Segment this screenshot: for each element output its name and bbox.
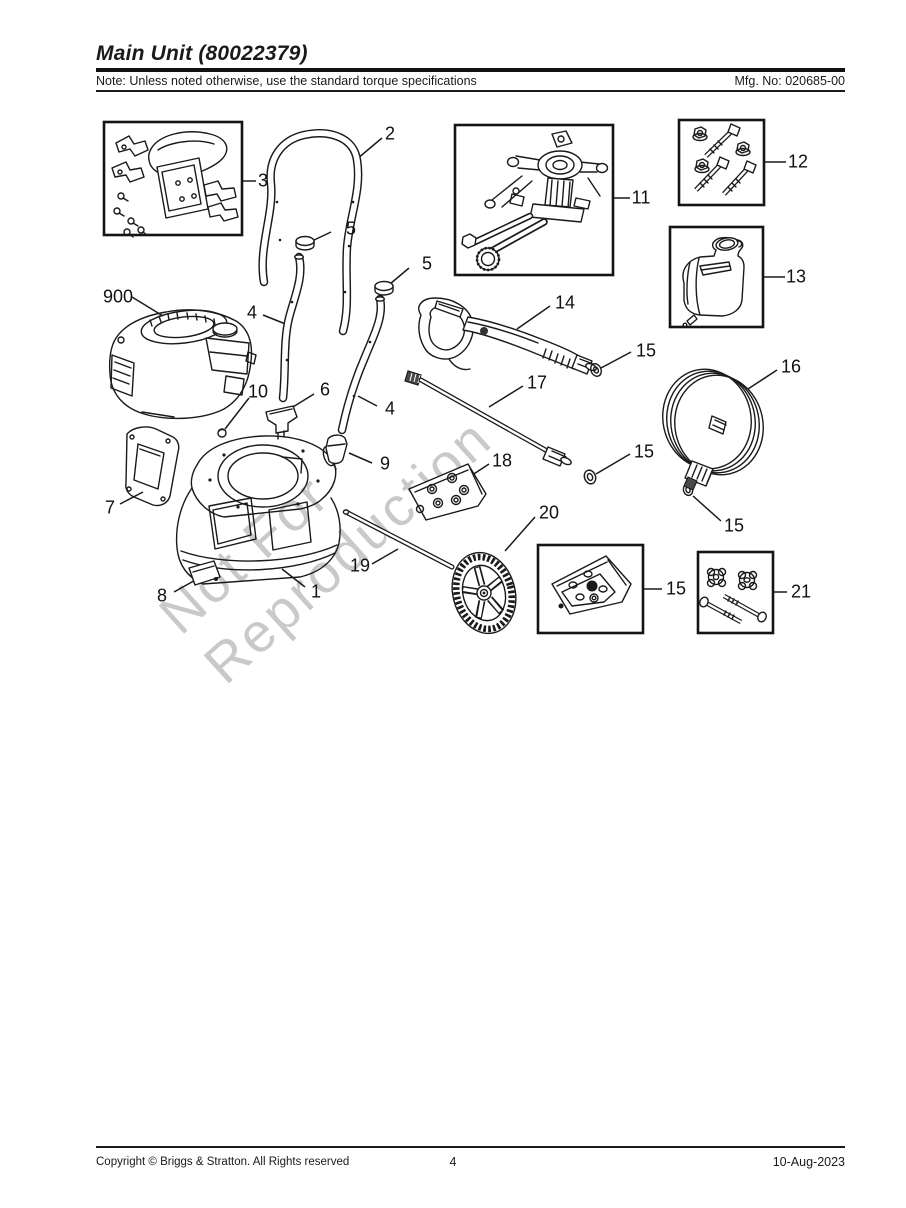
footer-rule bbox=[96, 1146, 845, 1148]
part-20-wheel bbox=[451, 551, 517, 635]
part-9-clamp-lower bbox=[325, 434, 348, 470]
callout-11: 11 bbox=[631, 187, 651, 208]
callout-15-kit: 15 bbox=[665, 578, 687, 599]
part-7-side-panel bbox=[125, 426, 180, 507]
callout-5-right: 5 bbox=[421, 253, 433, 274]
torque-note: Note: Unless noted otherwise, use the st… bbox=[96, 74, 477, 88]
part-1-base-housing bbox=[175, 435, 341, 585]
callout-900: 900 bbox=[102, 286, 134, 307]
callout-18: 18 bbox=[491, 450, 513, 471]
callout-9: 9 bbox=[379, 453, 391, 474]
part-15-o-rings bbox=[583, 363, 694, 497]
callout-4-right: 4 bbox=[384, 398, 396, 419]
callout-6: 6 bbox=[319, 379, 331, 400]
header-rule-thin bbox=[96, 90, 845, 92]
part-16-hose bbox=[662, 368, 764, 491]
part-2-upper-handle bbox=[258, 129, 363, 336]
part-11-pump-box bbox=[453, 123, 615, 277]
callout-2: 2 bbox=[384, 123, 396, 144]
callout-21: 21 bbox=[790, 581, 812, 602]
mfg-number: Mfg. No: 020685-00 bbox=[734, 74, 846, 88]
part-14-spray-gun bbox=[418, 297, 597, 375]
part-13-tank-box bbox=[668, 225, 765, 329]
part-6-clamp-upper bbox=[265, 405, 298, 440]
callout-15-gun: 15 bbox=[635, 340, 657, 361]
callout-3: 3 bbox=[257, 170, 269, 191]
part-21-knob-kit-box bbox=[696, 550, 775, 635]
callout-15-wand: 15 bbox=[633, 441, 655, 462]
callout-15-hose: 15 bbox=[723, 515, 745, 536]
page-number: 4 bbox=[449, 1155, 457, 1169]
part-12-fastener-box bbox=[677, 118, 766, 207]
callout-8: 8 bbox=[156, 585, 168, 606]
part-17-spray-wand bbox=[404, 370, 572, 467]
callout-19: 19 bbox=[349, 555, 371, 576]
revision-date: 10-Aug-2023 bbox=[772, 1155, 845, 1169]
callout-14: 14 bbox=[554, 292, 576, 313]
part-900-engine bbox=[108, 309, 257, 420]
part-10-pin bbox=[217, 428, 227, 438]
callout-12: 12 bbox=[787, 151, 809, 172]
callout-16: 16 bbox=[780, 356, 802, 377]
part-15-oring-kit-box bbox=[536, 543, 645, 635]
part-3-bracket-kit bbox=[102, 120, 244, 238]
callout-5-left: 5 bbox=[345, 218, 357, 239]
callout-4-left: 4 bbox=[246, 302, 258, 323]
callout-20: 20 bbox=[538, 502, 560, 523]
callout-1: 1 bbox=[310, 581, 322, 602]
callout-17: 17 bbox=[526, 372, 548, 393]
header-rule-thick bbox=[96, 68, 845, 72]
callout-10: 10 bbox=[247, 381, 269, 402]
part-8-foot-pad bbox=[188, 560, 221, 586]
copyright-text: Copyright © Briggs & Stratton. All Right… bbox=[96, 1156, 350, 1168]
part-18-nozzle-kit bbox=[408, 463, 487, 521]
page-title: Main Unit (80022379) bbox=[96, 42, 308, 65]
part-4-lower-tubes bbox=[278, 252, 386, 435]
part-5-caps bbox=[295, 235, 394, 296]
callout-13: 13 bbox=[785, 266, 807, 287]
callout-7: 7 bbox=[104, 497, 116, 518]
part-19-axle bbox=[342, 509, 455, 570]
